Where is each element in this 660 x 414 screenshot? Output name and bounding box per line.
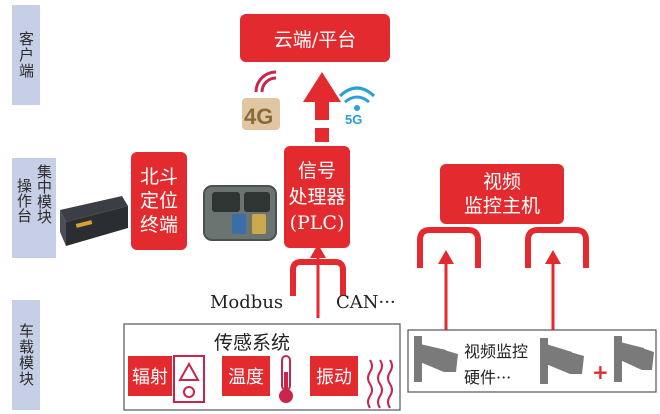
sensor-vibration: 振动 — [310, 356, 358, 396]
beidou-terminal-label: 北斗定位终端 — [139, 166, 178, 236]
label-4g: 4G — [244, 104, 274, 129]
camera-icon — [540, 338, 584, 384]
side-label-control-line1: 集中模块 — [35, 164, 53, 224]
protocol-modbus: Modbus — [210, 292, 284, 313]
video-host-label-line1: 视频 — [482, 171, 521, 193]
cloud-platform-label: 云端/平台 — [273, 28, 357, 51]
video-hardware-frame — [407, 329, 657, 393]
side-label-vehicle: 车载模块 — [12, 300, 40, 410]
label-5g: 5G — [345, 112, 363, 127]
side-label-client-text: 客户端 — [17, 31, 35, 79]
camera-icon — [614, 336, 654, 382]
plc-label-line2: 处理器 — [288, 186, 346, 208]
beidou-terminal-box: 北斗定位终端 — [131, 152, 187, 250]
side-label-client: 客户端 — [12, 5, 40, 105]
protocol-can: CAN··· — [336, 292, 396, 313]
side-label-control: 集中模块 操作台 — [12, 158, 56, 258]
video-uplink-left — [417, 227, 481, 330]
video-hardware-line2: 硬件··· — [464, 368, 512, 387]
plc-box: 信号 处理器 (PLC) — [284, 146, 350, 248]
plc-label-line3: (PLC) — [289, 212, 345, 234]
side-label-control-line2: 操作台 — [15, 178, 33, 223]
video-host-box: 视频 监控主机 — [440, 164, 564, 224]
video-host-label-line2: 监控主机 — [463, 195, 540, 217]
sensor-system-frame — [123, 323, 401, 411]
cloud-platform-box: 云端/平台 — [240, 14, 390, 62]
sensor-temperature-label: 温度 — [228, 367, 264, 388]
sensor-system-title: 传感系统 — [214, 332, 291, 354]
sensor-radiation-label: 辐射 — [132, 367, 168, 388]
camera-icon — [414, 336, 458, 382]
board-device-image — [203, 185, 277, 241]
uplink-arrow — [303, 72, 341, 142]
video-hardware-line1: 视频监控 — [464, 342, 529, 361]
vibration-icon — [367, 359, 393, 409]
sensor-temperature: 温度 — [222, 356, 270, 396]
signal-icon — [242, 70, 280, 130]
video-uplink-right — [525, 227, 589, 330]
sensor-vibration-label: 振动 — [316, 367, 352, 388]
plc-label-line1: 信号 — [297, 160, 336, 182]
plc-input-arrow — [290, 244, 346, 318]
sensor-radiation: 辐射 — [128, 356, 172, 396]
radiation-icon — [173, 355, 205, 403]
console-device-image — [60, 196, 128, 246]
video-hardware-plus: + — [592, 360, 609, 384]
thermometer-icon — [279, 355, 293, 403]
wifi-icon — [338, 86, 376, 111]
side-label-vehicle-text: 车载模块 — [17, 323, 35, 387]
